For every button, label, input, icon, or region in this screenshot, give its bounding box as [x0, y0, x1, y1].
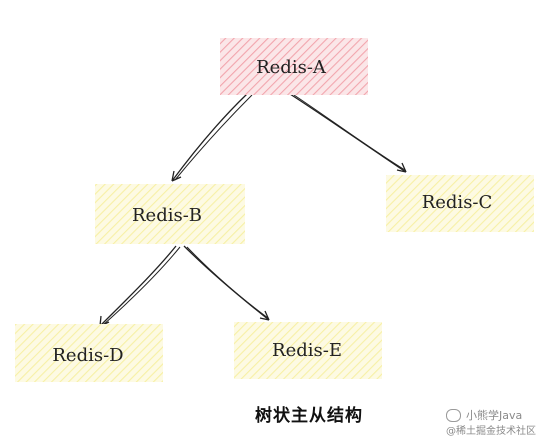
edge-a-to-b [171, 93, 253, 182]
node-redis-c-label: Redis-C [422, 192, 493, 213]
node-redis-b: Redis-B [95, 184, 245, 244]
node-redis-e: Redis-E [234, 322, 382, 379]
node-redis-a: Redis-A [220, 38, 368, 95]
watermark-source: @稀土掘金技术社区 [446, 426, 536, 437]
edge-a-to-c [289, 93, 407, 173]
node-redis-d-label: Redis-D [52, 345, 123, 366]
diagram-caption: 树状主从结构 [255, 406, 363, 426]
watermark-author: 小熊学Java [466, 409, 523, 422]
edge-b-to-d [99, 245, 181, 327]
node-redis-b-label: Redis-B [132, 205, 202, 226]
wechat-icon [446, 409, 461, 422]
node-redis-d: Redis-D [15, 324, 163, 382]
node-redis-a-label: Redis-A [256, 57, 327, 78]
node-redis-e-label: Redis-E [272, 340, 342, 361]
watermark: 小熊学Java @稀土掘金技术社区 [446, 407, 549, 437]
node-redis-c: Redis-C [386, 175, 534, 232]
edge-b-to-e [183, 245, 270, 321]
